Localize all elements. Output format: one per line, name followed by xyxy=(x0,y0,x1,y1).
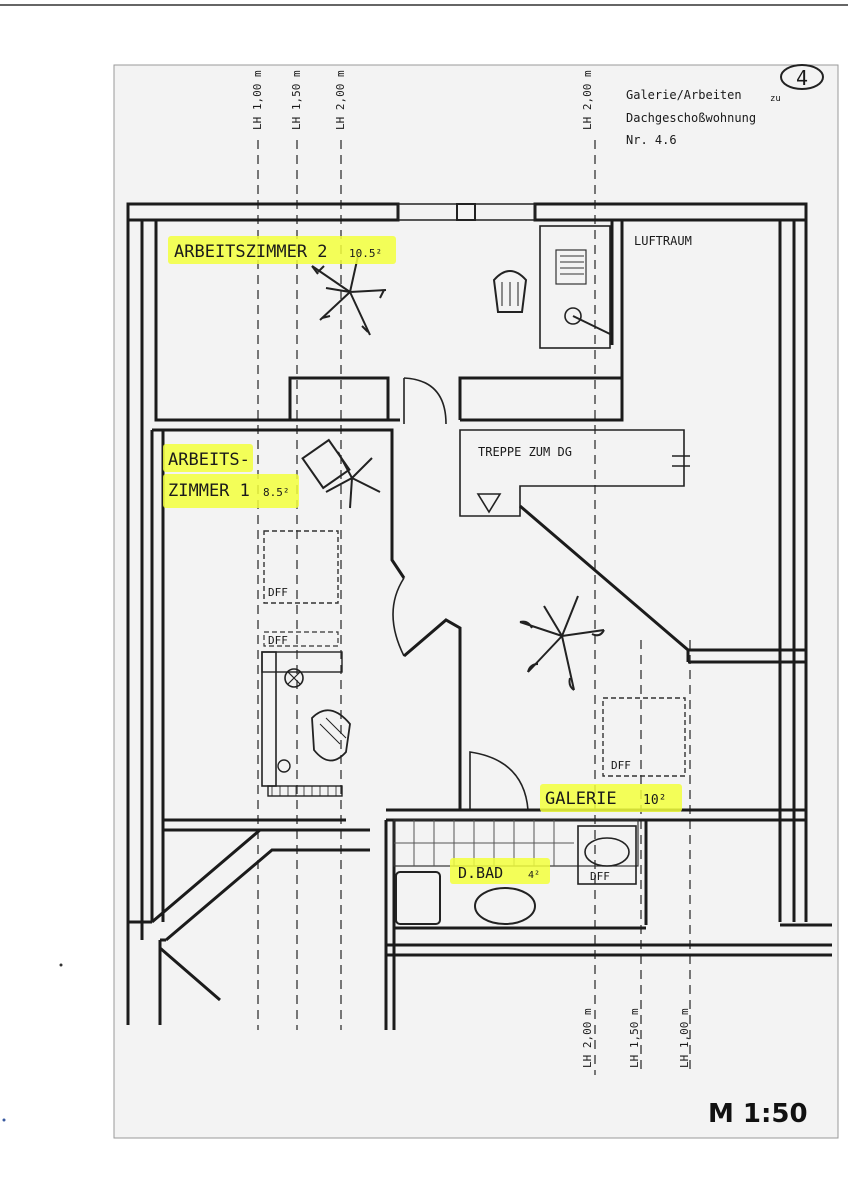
room-label-arbeitszimmer2: ARBEITSZIMMER 2 10.5² xyxy=(168,236,396,264)
skylight-az1: DFF xyxy=(263,530,339,604)
desk-az2 xyxy=(539,225,611,349)
header-line2: Dachgeschoßwohnung xyxy=(626,111,756,125)
skylight-az1-label: DFF xyxy=(268,586,288,599)
luftraum-label: LUFTRAUM xyxy=(634,234,692,248)
bad-name: D.BAD xyxy=(458,864,503,882)
ceiling-height-lines xyxy=(257,140,691,1075)
bad-area: 4² xyxy=(528,870,540,881)
stair: TREPPE ZUM DG xyxy=(459,429,690,517)
ceiling-height-bottom-3: LH 1,00 m xyxy=(678,1008,691,1068)
ceiling-height-bottom-2: LH 1,50 m xyxy=(628,1008,641,1068)
skylight-galerie: DFF xyxy=(602,697,686,777)
room-label-galerie: GALERIE 10² xyxy=(540,784,682,812)
skylight-galerie-label: DFF xyxy=(611,759,631,772)
page-number: 4 xyxy=(796,66,808,90)
scan-speck xyxy=(59,963,63,967)
ceiling-height-top-1: LH 1,00 m xyxy=(251,70,264,130)
scan-speck-2 xyxy=(2,1118,6,1122)
skylight-az1b-label: DFF xyxy=(268,634,288,647)
header-line1-suffix: zu xyxy=(770,94,781,104)
header-line1: Galerie/Arbeiten xyxy=(626,88,742,102)
header-line3: Nr. 4.6 xyxy=(626,133,677,147)
plant-galerie xyxy=(519,595,605,691)
arbeitszimmer2-area: 10.5² xyxy=(349,247,382,260)
galerie-name: GALERIE xyxy=(545,789,617,809)
ceiling-height-bottom-1: LH 2,00 m xyxy=(581,1008,594,1068)
paper-sheet xyxy=(113,64,839,1139)
galerie-area: 10² xyxy=(643,793,666,808)
desk-az1 xyxy=(261,651,351,797)
skylight-bad: DFF xyxy=(590,870,610,883)
arbeitszimmer2-walls xyxy=(154,220,624,422)
chair-az2 xyxy=(492,270,528,313)
doors xyxy=(392,377,529,811)
ceiling-height-top-3: LH 2,00 m xyxy=(334,70,347,130)
ceiling-height-top-4: LH 2,00 m xyxy=(581,70,594,130)
lower-walls xyxy=(126,818,832,1025)
room-label-arbeitszimmer1: ARBEITS- ZIMMER 1 8.5² xyxy=(163,444,299,508)
skylight-bad-label: DFF xyxy=(590,870,610,883)
room-label-bad: D.BAD 4² xyxy=(450,858,550,884)
plan-header: Galerie/Arbeiten zu Dachgeschoßwohnung N… xyxy=(626,88,781,147)
skylight-az1b: DFF xyxy=(263,631,339,647)
scale-label: M 1:50 xyxy=(708,1099,808,1129)
plant-az2 xyxy=(311,255,387,336)
arbeitszimmer1-walls xyxy=(152,428,462,832)
ceiling-height-top-2: LH 1,50 m xyxy=(290,70,303,130)
page-number-badge: 4 xyxy=(780,64,824,90)
stair-label: TREPPE ZUM DG xyxy=(478,445,572,459)
arbeitszimmer2-name: ARBEITSZIMMER 2 xyxy=(174,242,328,262)
outer-walls xyxy=(126,202,808,940)
arbeitszimmer1-name-line2: ZIMMER 1 xyxy=(168,481,250,501)
arbeitszimmer1-name-line1: ARBEITS- xyxy=(168,450,250,470)
bathroom xyxy=(384,819,646,1030)
arbeitszimmer1-area: 8.5² xyxy=(263,486,290,499)
plant-az1 xyxy=(301,438,381,509)
